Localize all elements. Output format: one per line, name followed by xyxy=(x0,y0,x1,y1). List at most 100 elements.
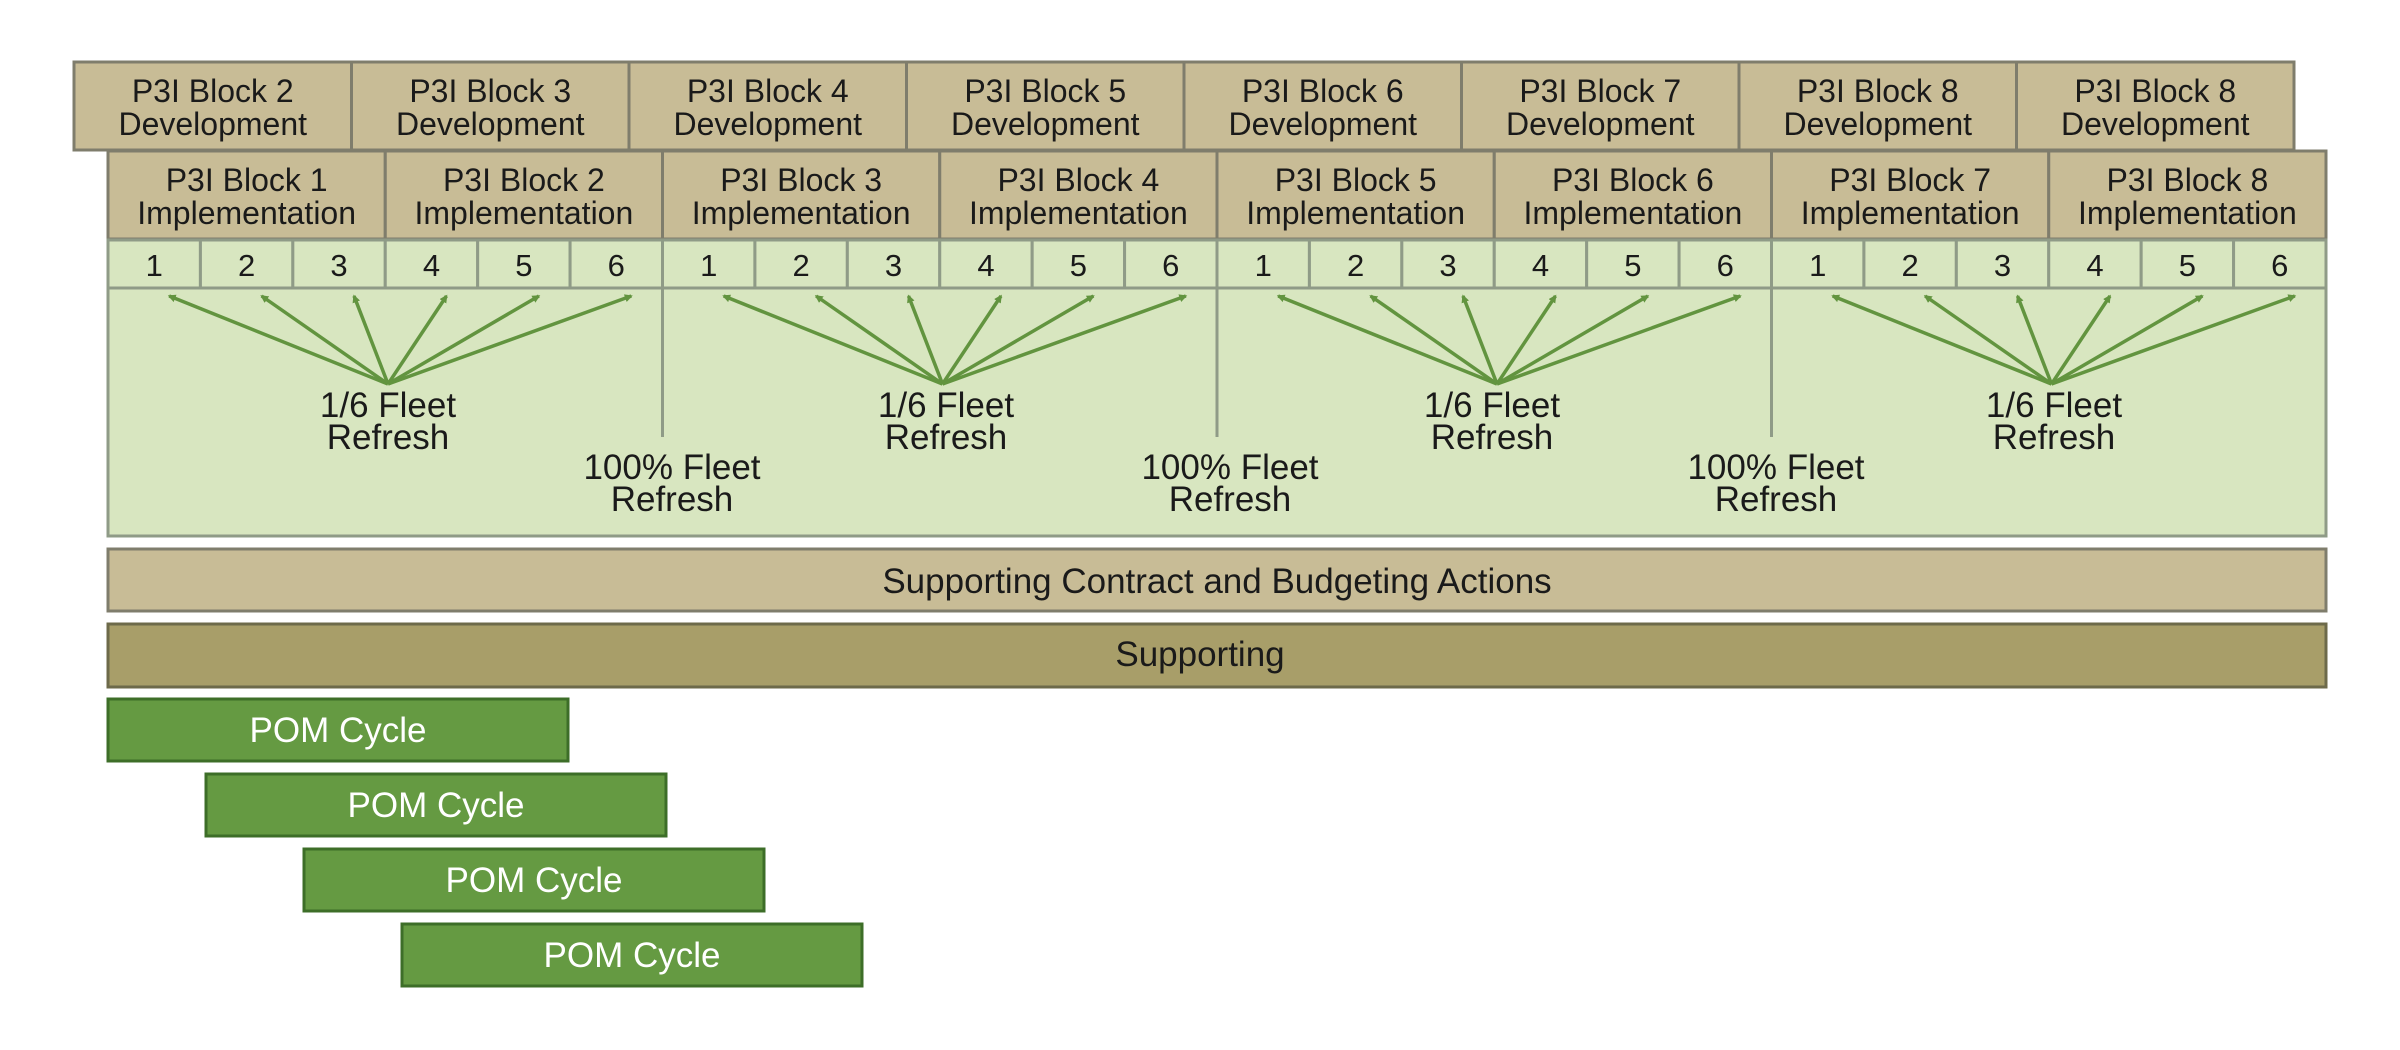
increment-label: 6 xyxy=(2271,248,2288,283)
increment-label: 3 xyxy=(1994,248,2011,283)
increment-label: 1 xyxy=(146,248,163,283)
pom-cycle-label: POM Cycle xyxy=(250,711,427,750)
increment-label: 1 xyxy=(1809,248,1826,283)
refresh-arrow xyxy=(387,294,541,386)
implementation-block-label-line-1: P3I Block 2 xyxy=(443,162,605,198)
refresh-arrow xyxy=(941,294,1188,386)
increment-label: 4 xyxy=(1532,248,1549,283)
pom-cycle: POM Cycle xyxy=(400,922,864,988)
increment-cell: 4 xyxy=(2047,238,2143,290)
refresh-arrow xyxy=(941,294,1095,386)
development-block-label-line-2: Development xyxy=(951,106,1140,142)
increment-label: 5 xyxy=(2179,248,2196,283)
increment-cell: 5 xyxy=(1030,238,1127,290)
increment-cell: 2 xyxy=(1307,238,1404,290)
block-dividers xyxy=(661,288,1773,437)
implementation-block-label-line-2: Implementation xyxy=(137,195,356,231)
implementation-block-label-line-1: P3I Block 1 xyxy=(166,162,328,198)
increment-label: 6 xyxy=(608,248,625,283)
increment-label: 4 xyxy=(423,248,440,283)
development-block-label-line-1: P3I Block 5 xyxy=(964,73,1126,109)
refresh-arrow xyxy=(2015,294,2054,385)
development-block-label-line-1: P3I Block 3 xyxy=(409,73,571,109)
pom-cycle-label: POM Cycle xyxy=(446,861,623,900)
refresh-arrow xyxy=(722,294,944,386)
partial-refresh-label-line-1: 1/6 Fleet xyxy=(1424,386,1560,425)
increment-cell: 6 xyxy=(1677,238,1774,290)
increment-cell: 2 xyxy=(1862,238,1958,290)
refresh-arrow xyxy=(941,294,1003,385)
refresh-arrow xyxy=(1496,294,1742,386)
implementation-block-label-line-2: Implementation xyxy=(1246,195,1465,231)
increment-label: 4 xyxy=(977,248,994,283)
increment-cell: 2 xyxy=(198,238,295,290)
refresh-arrow xyxy=(906,294,945,385)
increment-label: 1 xyxy=(1255,248,1272,283)
refresh-arrow xyxy=(2050,294,2297,386)
implementation-block-label-line-1: P3I Block 6 xyxy=(1552,162,1714,198)
implementation-block-label-line-2: Implementation xyxy=(969,195,1188,231)
increment-cell: 3 xyxy=(1400,238,1496,290)
refresh-arrow-fan xyxy=(722,294,1188,386)
full-refresh-label-line-2: Refresh xyxy=(1169,480,1292,519)
pom-cycle: POM Cycle xyxy=(302,847,766,913)
increment-cell: 2 xyxy=(753,238,849,290)
refresh-arrow xyxy=(1461,294,1499,385)
refresh-arrow xyxy=(352,294,390,385)
partial-refresh-label-line-1: 1/6 Fleet xyxy=(320,386,456,425)
increment-cell: 3 xyxy=(291,238,387,290)
increment-cell: 5 xyxy=(476,238,572,290)
refresh-arrow-fan xyxy=(1276,294,1742,386)
refresh-arrow xyxy=(2050,294,2204,386)
increment-cell: 4 xyxy=(1492,238,1589,290)
development-block-label-line-1: P3I Block 4 xyxy=(687,73,849,109)
increment-label: 4 xyxy=(2086,248,2103,283)
refresh-arrow xyxy=(814,294,944,386)
increment-cell: 1 xyxy=(1770,238,1866,290)
contract-budget-label: Supporting Contract and Budgeting Action… xyxy=(882,562,1551,601)
increment-cell: 1 xyxy=(106,238,202,290)
increment-label: 2 xyxy=(793,248,810,283)
increment-label: 6 xyxy=(1717,248,1734,283)
full-refresh-label-line-1: 100% Fleet xyxy=(583,448,760,487)
development-block-label-line-1: P3I Block 7 xyxy=(1519,73,1681,109)
refresh-arrows xyxy=(167,294,2297,386)
refresh-arrow xyxy=(1496,294,1650,386)
increment-cell: 1 xyxy=(1215,238,1311,290)
full-refresh-label-line-1: 100% Fleet xyxy=(1687,448,1864,487)
development-block-label-line-2: Development xyxy=(1506,106,1695,142)
increment-cell: 3 xyxy=(845,238,942,290)
increment-label: 5 xyxy=(1624,248,1641,283)
pom-cycle-label: POM Cycle xyxy=(544,936,721,975)
development-block-label-line-2: Development xyxy=(118,106,307,142)
implementation-block-label-line-1: P3I Block 7 xyxy=(1829,162,1991,198)
refresh-arrow xyxy=(1369,294,1499,386)
